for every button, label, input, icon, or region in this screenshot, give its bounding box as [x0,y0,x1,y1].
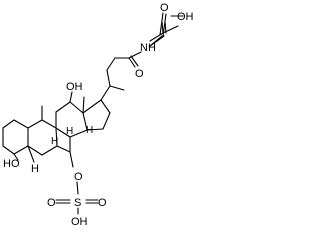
c14-hydrogen-label: H [86,125,93,136]
carboxylic-acid-bonds [149,21,179,42]
ring-b [27,119,58,156]
c3-hydroxyl-label: HO [3,158,20,170]
ring-a [2,119,29,155]
sulfur-label: S [74,197,81,209]
c5-h-bond [27,145,35,163]
structure-diagram: OH O NH O OH H H H HO H O S O O OH [2,2,194,228]
c9-hydrogen-label: H [51,136,58,147]
ester-oxygen-label: O [74,171,83,183]
ring-c [55,101,88,138]
c18-methyl-bond [82,96,85,114]
sulfonyl-oxygen-right-label: O [98,197,107,209]
c12-oh-bond [69,91,73,103]
acid-hydroxyl-label: OH [177,11,194,23]
amide-bonds [100,51,142,101]
amide-nh-label: NH [140,42,156,54]
sulfonyl-oxygen-left-label: O [47,197,56,209]
c8-hydrogen-label: H [66,126,73,137]
c7-ring-bond [56,145,71,153]
sulfate-hydroxyl-label: OH [71,216,88,228]
c7-ester-bond [69,151,74,168]
acid-carbonyl-oxygen-label: O [160,2,169,14]
c12-hydroxyl-label: OH [66,81,83,93]
c3-oh-bond [13,153,19,161]
c5-hydrogen-label: H [31,163,39,175]
ring-d [82,99,111,131]
amide-oxygen-label: O [135,68,144,80]
molecule-drawing: OH O NH O OH H H H HO H O S O O OH [2,2,194,228]
sulfate-bonds [55,181,99,215]
